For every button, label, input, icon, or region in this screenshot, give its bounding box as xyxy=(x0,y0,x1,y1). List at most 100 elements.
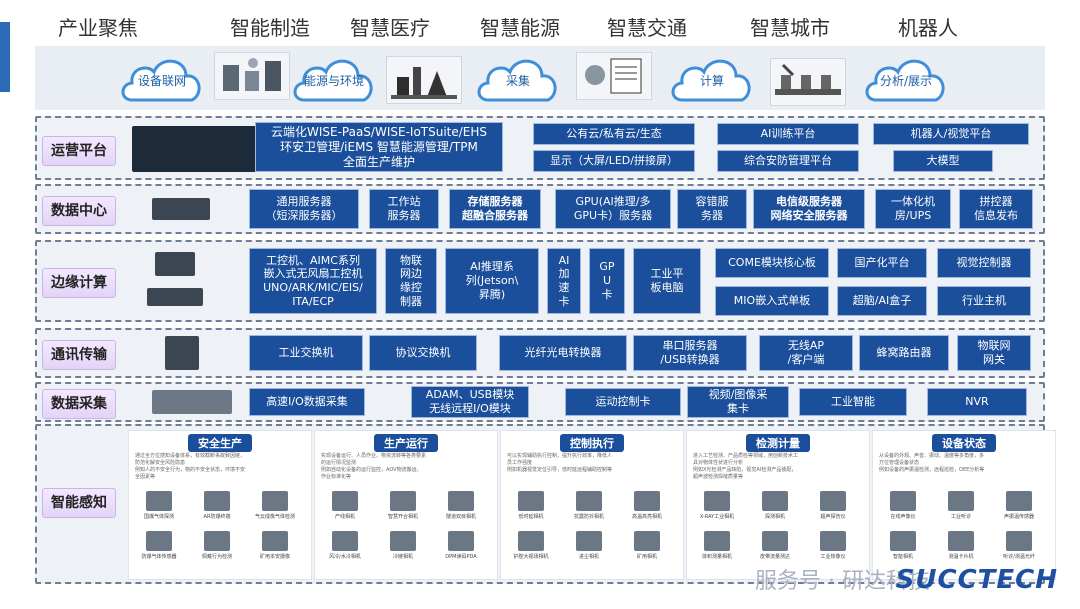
device-item[interactable]: 高温高亮相机 xyxy=(621,491,673,527)
device-item[interactable]: 风冷/水冷相机 xyxy=(319,531,371,567)
edge-domestic-platform-box[interactable]: 国产化平台 xyxy=(837,248,927,278)
panel-description-line: 防范化解安全风险隐患 xyxy=(135,460,186,466)
device-caption: AR防爆终端 xyxy=(203,514,231,520)
device-item[interactable]: 工业热像仪 xyxy=(807,531,859,567)
device-item[interactable]: 国爆气体探测 xyxy=(133,491,185,527)
device-item[interactable]: 皮带流量测达 xyxy=(749,531,801,567)
device-icon xyxy=(704,491,730,511)
device-item[interactable]: 探测相机 xyxy=(749,491,801,527)
comm-fiber-converter-box[interactable]: 光纤光电转换器 xyxy=(499,335,627,371)
panel-items: 低时延相机抗震防抖相机 高温高亮相机护腔大视场相机进尘相机矿用相机 xyxy=(505,491,681,567)
cloud-collect: 采集 xyxy=(474,50,562,110)
sensing-panel: 检测计量进入工艺检测、产品质检等领域，用创新技术工具对物体性状进行分析例如X光检… xyxy=(686,430,870,580)
industry-transport: 智慧交通 xyxy=(607,16,687,40)
ops-public-cloud-box[interactable]: 公有云/私有云/生态 xyxy=(533,123,695,145)
device-item[interactable]: 护腔大视场相机 xyxy=(505,531,557,567)
device-item[interactable]: AR防爆终端 xyxy=(191,491,243,527)
edge-mio-board-box[interactable]: MIO嵌入式单板 xyxy=(715,286,829,316)
device-item[interactable]: 工业听诊 xyxy=(935,491,987,527)
panel-description-line: 通过全方位感知设备体系，有效截断事故致因链， xyxy=(135,453,246,459)
panel-description-line: 作业标准化等 xyxy=(321,474,352,480)
acq-adam-usb-box[interactable]: ADAM、USB模块无线远程I/O模块 xyxy=(411,386,529,418)
device-caption: 探测相机 xyxy=(764,514,785,520)
device-item[interactable]: 冷链相机 xyxy=(377,531,429,567)
dc-integrated-room-box[interactable]: 一体化机房/UPS xyxy=(875,189,951,229)
device-icon xyxy=(262,531,288,551)
comm-protocol-switch-box[interactable]: 协议交换机 xyxy=(369,335,477,371)
device-caption: 产线相机 xyxy=(334,514,355,520)
device-item[interactable]: 智能相机 xyxy=(877,531,929,567)
ops-robot-vision-box[interactable]: 机器人/视觉平台 xyxy=(873,123,1029,145)
factory-icon xyxy=(223,58,281,91)
edge-ai-inference-box[interactable]: AI推理系列(Jetson\昇腾) xyxy=(445,248,539,314)
device-item[interactable]: 防爆气体传感器 xyxy=(133,531,185,567)
cloud-label: 计算 xyxy=(699,74,724,88)
city-thumbnail xyxy=(770,58,846,106)
comm-serial-server-box[interactable]: 串口服务器/USB转换器 xyxy=(633,335,747,371)
ops-display-box[interactable]: 显示（大屏/LED/拼接屏） xyxy=(533,150,695,172)
edge-come-module-box[interactable]: COME模块核心板 xyxy=(715,248,829,278)
dc-general-server-box[interactable]: 通用服务器（短深服务器） xyxy=(249,189,359,229)
device-caption: 体积测量相机 xyxy=(701,554,732,560)
device-item[interactable]: 声振温传感器 xyxy=(993,491,1045,527)
device-item[interactable]: 听诊/测温光纤 xyxy=(993,531,1045,567)
ops-llm-box[interactable]: 大模型 xyxy=(893,150,993,172)
comm-iot-gateway-box[interactable]: 物联网网关 xyxy=(957,335,1031,371)
acq-motion-control-box[interactable]: 运动控制卡 xyxy=(565,388,681,416)
cloud-label: 能源与环境 xyxy=(303,74,364,88)
device-caption: 抗震防抖相机 xyxy=(573,514,604,520)
dc-storage-box[interactable]: 存储服务器超融合服务器 xyxy=(449,189,541,229)
device-caption: 矿用相机 xyxy=(636,554,657,560)
device-item[interactable]: 产线相机 xyxy=(319,491,371,527)
device-caption: 冷链相机 xyxy=(392,554,413,560)
edge-tablet-box[interactable]: 工业平板电脑 xyxy=(633,248,701,314)
device-item[interactable]: 超声探伤仪 xyxy=(807,491,859,527)
device-item[interactable]: 低时延相机 xyxy=(505,491,557,527)
edge-vision-controller-box[interactable]: 视觉控制器 xyxy=(937,248,1031,278)
panel-title: 安全生产 xyxy=(188,434,252,452)
edge-iot-controller-box[interactable]: 物联网边缘控制器 xyxy=(385,248,437,314)
panel-description-line: 例如机器视觉定位引导，低时延远程辅助控制等 xyxy=(507,467,613,473)
device-item[interactable]: 气云成像气体检测 xyxy=(249,491,301,527)
acq-high-speed-io-box[interactable]: 高速I/O数据采集 xyxy=(249,388,365,416)
acq-industrial-ai-box[interactable]: 工业智能 xyxy=(799,388,907,416)
acq-video-capture-box[interactable]: 视频/图像采集卡 xyxy=(687,386,789,418)
dc-splice-controller-box[interactable]: 拼控器信息发布 xyxy=(959,189,1033,229)
device-item[interactable]: 隧道双目相机 xyxy=(435,491,487,527)
dc-fault-tolerant-box[interactable]: 容错服务器 xyxy=(677,189,747,229)
device-icon xyxy=(146,491,172,511)
dc-workstation-box[interactable]: 工作站服务器 xyxy=(369,189,439,229)
panel-description: 从设备的外观、声音、振动、温度等多角度，多方位管理设备状态例如设备的声振温检测，… xyxy=(879,453,1051,474)
device-icon xyxy=(390,531,416,551)
device-item[interactable]: X-RAY工业相机 xyxy=(691,491,743,527)
device-icon xyxy=(762,491,788,511)
panel-items: 在线声像仪工业听诊声振温传感器智能相机测温卡片机听诊/测温光纤 xyxy=(877,491,1053,567)
acq-nvr-box[interactable]: NVR xyxy=(927,388,1027,416)
device-item[interactable]: 体积测量相机 xyxy=(691,531,743,567)
ops-ai-training-box[interactable]: AI训练平台 xyxy=(717,123,859,145)
edge-industry-host-box[interactable]: 行业主机 xyxy=(937,286,1031,316)
device-item[interactable]: 在线声像仪 xyxy=(877,491,929,527)
device-item[interactable]: 抗震防抖相机 xyxy=(563,491,615,527)
device-item[interactable]: 矿用本安摄像 xyxy=(249,531,301,567)
device-item[interactable]: 矿用相机 xyxy=(621,531,673,567)
comm-wireless-ap-box[interactable]: 无线AP/客户端 xyxy=(759,335,853,371)
dc-telecom-server-box[interactable]: 电信级服务器网络安全服务器 xyxy=(753,189,865,229)
sensing-panel: 生产运行实现设备运行、人员作业、物资流转等各类要素的运行情况监测例如自动化设备的… xyxy=(314,430,498,580)
ops-security-box[interactable]: 综合安防管理平台 xyxy=(717,150,859,172)
device-item[interactable]: 智慧开合相机 xyxy=(377,491,429,527)
edge-ai-box-box[interactable]: 超脑/AI盒子 xyxy=(837,286,927,316)
device-item[interactable]: DPM读码PDA xyxy=(435,531,487,567)
comm-cellular-router-box[interactable]: 蜂窝路由器 xyxy=(859,335,949,371)
layer-label: 边缘计算 xyxy=(42,268,116,298)
device-item[interactable]: 进尘相机 xyxy=(563,531,615,567)
comm-industrial-switch-box[interactable]: 工业交换机 xyxy=(249,335,363,371)
device-caption: 气云成像气体检测 xyxy=(254,514,295,520)
device-item[interactable]: 测温卡片机 xyxy=(935,531,987,567)
device-item[interactable]: 佩戴行为检测 xyxy=(191,531,243,567)
